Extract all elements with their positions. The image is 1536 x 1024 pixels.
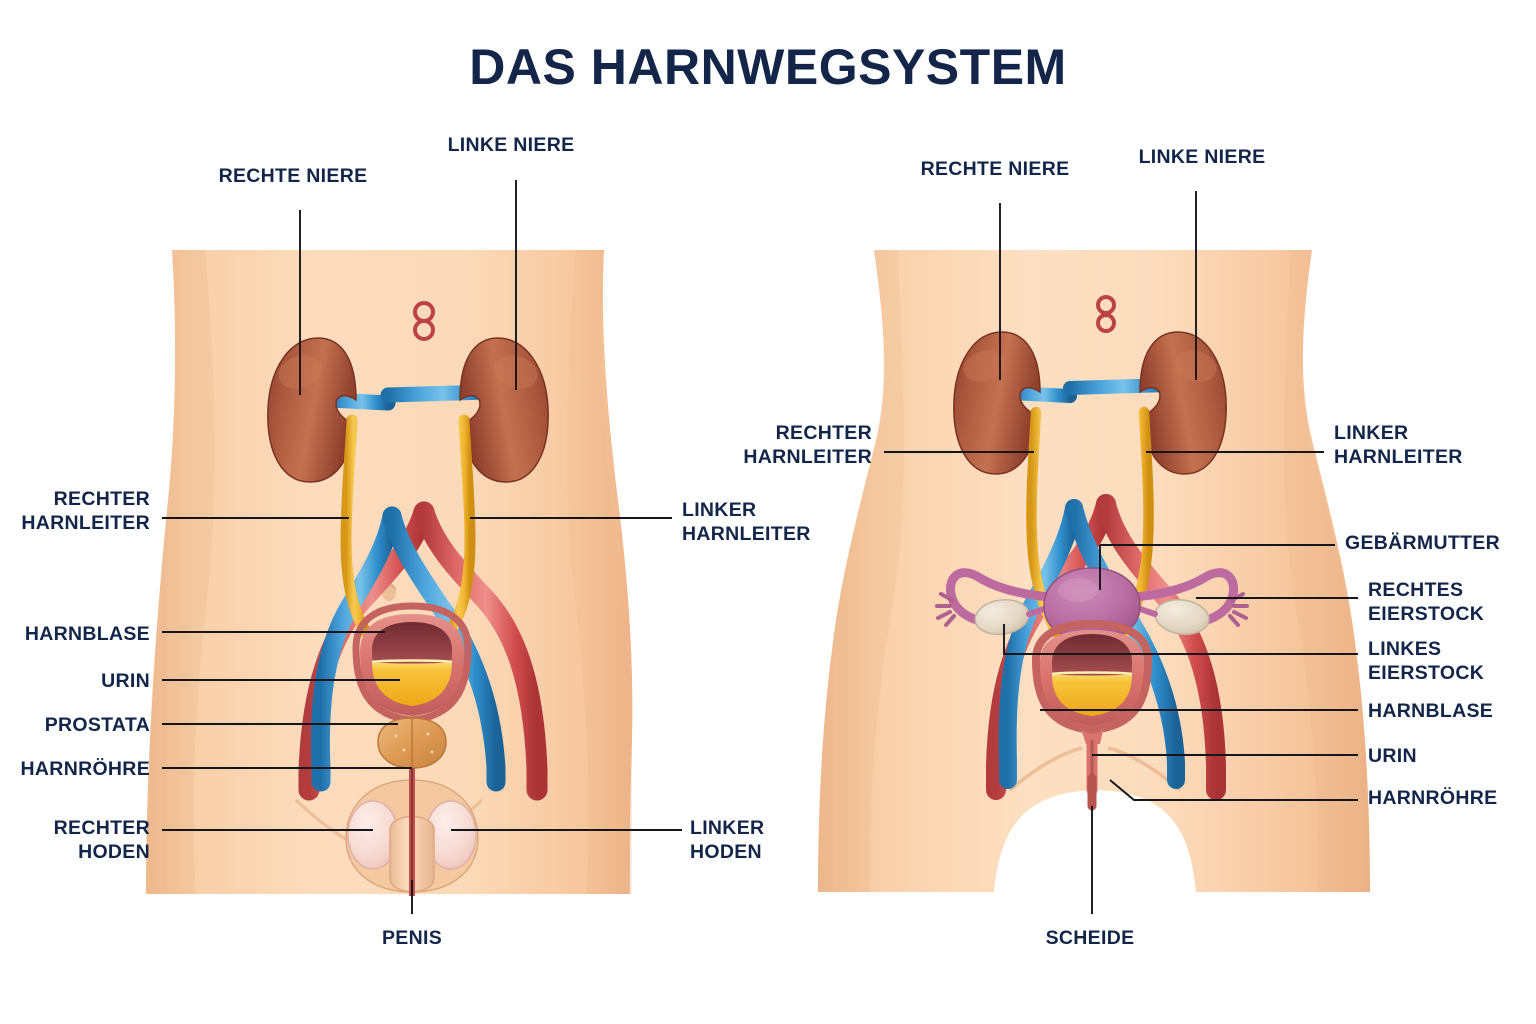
female-left-fallopian-tube [1117, 568, 1238, 628]
label-female-left-ovary: LINKES EIERSTOCK [1368, 638, 1485, 684]
label-female-left-ureter: LINKER HARNLEITER [1334, 422, 1463, 468]
female-urine-fill [1052, 674, 1132, 716]
female-right-fallopian-tube [946, 568, 1067, 628]
male-bladder-inner [372, 622, 452, 706]
female-left-common-iliac-artery [1096, 494, 1226, 800]
male-prostate-group [377, 717, 447, 769]
label-female-vagina: SCHEIDE [1045, 927, 1135, 949]
female-bladder-group [1031, 619, 1153, 744]
leader-f-uterus [1099, 544, 1335, 590]
female-great-vessels [986, 252, 1226, 800]
label-female-left-kidney: LINKE NIERE [1138, 146, 1266, 168]
male-torso-silhouette [146, 250, 633, 894]
label-female-urethra: HARNRÖHRE [1368, 787, 1498, 809]
female-right-common-iliac-artery [986, 494, 1116, 800]
male-left-renal-vein [380, 384, 496, 403]
female-left-common-iliac-vein [1065, 499, 1185, 789]
male-urine-fill [372, 662, 452, 706]
label-male-urethra: HARNRÖHRE [20, 758, 150, 780]
label-male-right-kidney: RECHTE NIERE [218, 165, 368, 187]
label-male-left-ureter: LINKER HARNLEITER [682, 499, 811, 545]
female-right-fimbriae [935, 592, 956, 627]
female-torso-group [818, 250, 1370, 892]
female-torso-silhouette [818, 250, 1370, 892]
male-ureters [340, 414, 476, 638]
male-bladder-outline [352, 602, 472, 724]
male-scrotum [345, 779, 479, 893]
male-left-common-iliac-vein [382, 506, 506, 792]
label-male-right-ureter: RECHTER HARNLEITER [21, 488, 150, 534]
male-bladder-wall [360, 614, 464, 716]
label-female-uterus: GEBÄRMUTTER [1345, 532, 1500, 554]
female-right-renal-vein [1005, 386, 1077, 403]
female-bladder-outline [1031, 619, 1153, 735]
leader-lines [162, 180, 1358, 914]
female-left-kidney [1139, 331, 1227, 475]
leader-f-urethra [1109, 779, 1358, 801]
female-left-renal-vein [1063, 378, 1175, 395]
male-penis-shaft [389, 815, 435, 893]
female-left-fimbriae [1228, 592, 1249, 627]
label-male-penis: PENIS [381, 927, 443, 949]
page-title: DAS HARNWEGSYSTEM [469, 39, 1067, 95]
male-right-common-iliac-artery [298, 501, 435, 801]
male-right-renal-vein [322, 392, 396, 411]
male-left-kidney [459, 337, 549, 483]
male-left-ureter [444, 414, 476, 638]
leader-f-left-ovary [1003, 624, 1358, 655]
male-right-common-iliac-vein [310, 506, 402, 792]
male-left-testis [425, 800, 477, 870]
female-reproductive-organs [935, 567, 1249, 658]
label-male-bladder: HARNBLASE [24, 623, 150, 645]
female-right-common-iliac-vein [998, 499, 1083, 789]
label-male-right-testis: RECHTER HODEN [53, 817, 150, 863]
male-bladder-group [352, 602, 472, 734]
male-right-kidney [267, 337, 357, 483]
label-male-urine: URIN [101, 670, 150, 692]
label-male-left-testis: LINKER HODEN [690, 817, 765, 863]
label-male-prostate: PROSTATA [44, 714, 150, 736]
male-great-vessels [298, 252, 548, 801]
male-kidneys [267, 337, 549, 483]
label-male-left-kidney: LINKE NIERE [447, 134, 575, 156]
male-right-ureter [340, 414, 372, 638]
male-external-genitalia [345, 768, 479, 896]
male-right-testis [347, 800, 399, 870]
female-left-ovary [1154, 599, 1210, 635]
male-torso-group [146, 250, 633, 894]
female-right-ureter [1026, 406, 1064, 640]
label-female-right-kidney: RECHTE NIERE [920, 158, 1070, 180]
female-cervix [1080, 638, 1104, 658]
female-right-kidney [953, 331, 1041, 475]
label-female-urine: URIN [1368, 745, 1417, 767]
male-left-common-iliac-artery [413, 501, 548, 801]
female-ureters [1026, 406, 1154, 640]
label-female-bladder: HARNBLASE [1368, 700, 1494, 722]
male-prostate [377, 717, 447, 769]
female-left-ureter [1116, 406, 1154, 640]
female-bladder-inner [1052, 634, 1132, 716]
label-female-right-ovary: RECHTES EIERSTOCK [1368, 579, 1485, 625]
female-right-ovary [974, 599, 1030, 635]
label-female-right-ureter: RECHTER HARNLEITER [743, 422, 872, 468]
female-uterus [1043, 567, 1141, 641]
female-bladder-wall [1040, 630, 1144, 726]
female-kidneys [953, 331, 1227, 475]
